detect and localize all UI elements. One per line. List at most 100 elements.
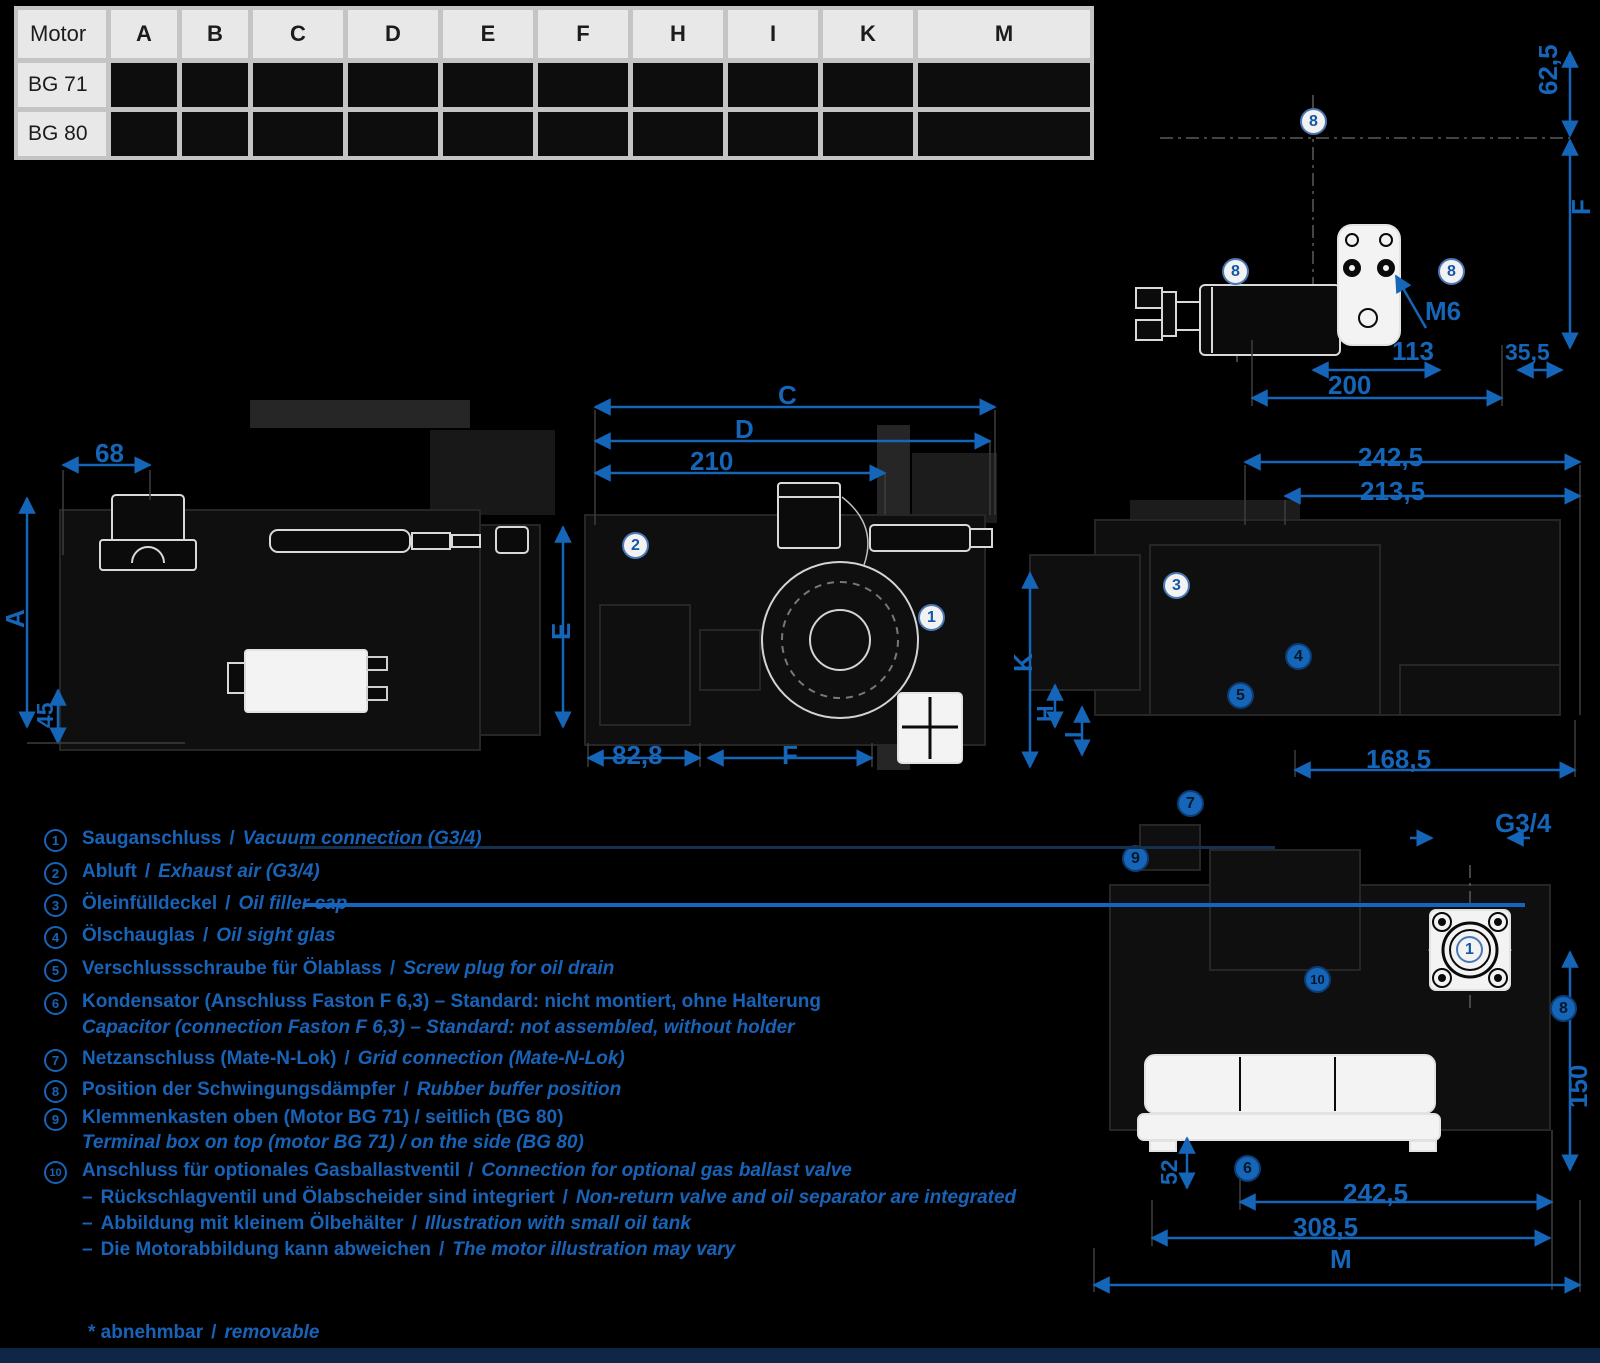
dim-52: 52	[1156, 1159, 1182, 1185]
table-cell	[633, 63, 723, 107]
table-header-b: B	[182, 10, 248, 58]
legend-de-4: Ölschauglas	[82, 925, 195, 946]
legend-sep: /	[144, 861, 151, 882]
dim-242-5: 242,5	[1358, 442, 1424, 472]
bullet-dash: –	[82, 1239, 93, 1260]
legend-sep: /	[403, 1079, 409, 1100]
table-cell	[443, 63, 533, 107]
table-cell	[182, 63, 248, 107]
dim-m6: M6	[1425, 296, 1462, 326]
legend-item-2: 2 Abluft / Exhaust air (G3/4)	[44, 861, 320, 885]
legend-en-5: Screw plug for oil drain	[403, 958, 615, 979]
callout-7: 7	[1177, 790, 1204, 817]
legend-num-8: 8	[44, 1080, 67, 1103]
table-cell	[253, 112, 343, 156]
callout-8: 8	[1438, 258, 1465, 285]
legend-de-5: Verschlussschraube für Ölablass	[82, 958, 382, 979]
legend-item-6: 6 Kondensator (Anschluss Faston F 6,3) –…	[44, 991, 829, 1015]
legend-num-5: 5	[44, 959, 67, 982]
dim-a: A	[0, 609, 30, 628]
dim-g3-4: G3/4	[1495, 808, 1552, 838]
table-cell	[348, 112, 438, 156]
legend-sep: /	[411, 1213, 417, 1234]
table-header-d: D	[348, 10, 438, 58]
legend-en-10: Connection for optional gas ballast valv…	[481, 1160, 852, 1181]
legend-de-1: Sauganschluss	[82, 828, 222, 849]
table-cell	[111, 63, 177, 107]
table-header-m: M	[918, 10, 1090, 58]
legend-de-9: Klemmenkasten oben (Motor BG 71) / seitl…	[82, 1107, 564, 1128]
legend-item-10: 10 Anschluss für optionales Gasballastve…	[44, 1160, 852, 1184]
legend-item-1: 1 Sauganschluss / Vacuum connection (G3/…	[44, 828, 482, 852]
callout-1: 1	[918, 604, 945, 631]
legend-de-3: Öleinfülldeckel	[82, 893, 218, 914]
bullet-dash: –	[82, 1187, 93, 1208]
table-header-motor: Motor	[18, 10, 106, 58]
legend-sep: /	[468, 1160, 474, 1181]
callout-9: 9	[1122, 845, 1149, 872]
legend-sub-de-1: Rückschlagventil und Ölabscheider sind i…	[100, 1187, 555, 1208]
dim-h: H	[1032, 705, 1058, 722]
dim-242-5-bottom: 242,5	[1343, 1178, 1409, 1208]
legend-sub-item-2: – Abbildung mit kleinem Ölbehälter / Ill…	[44, 1213, 691, 1235]
legend-sub-en-3: The motor illustration may vary	[452, 1239, 736, 1260]
legend-num-6: 6	[44, 992, 67, 1015]
table-row-label-bg71: BG 71	[18, 63, 106, 107]
bullet-dash: –	[82, 1213, 93, 1234]
legend-de-7: Netzanschluss (Mate-N-Lok)	[82, 1048, 337, 1069]
dim-68: 68	[95, 438, 124, 468]
capacitor-bracket-drawing	[1135, 50, 1579, 407]
table-cell	[823, 112, 913, 156]
table-header-h: H	[633, 10, 723, 58]
callout-8: 8	[1300, 108, 1327, 135]
legend-sep: /	[562, 1187, 568, 1208]
legend-sep: /	[439, 1239, 445, 1260]
legend-de-8: Position der Schwingungsdämpfer	[82, 1079, 396, 1100]
legend-en-8: Rubber buffer position	[416, 1079, 622, 1100]
dim-d: D	[735, 414, 754, 444]
dim-213-5: 213,5	[1360, 476, 1426, 506]
legend-num-4: 4	[44, 926, 67, 949]
callout-3: 3	[1163, 572, 1190, 599]
leader-line-3	[305, 903, 1525, 907]
dim-82-8: 82,8	[612, 740, 663, 770]
table-cell	[728, 112, 818, 156]
legend-sep: /	[225, 893, 231, 914]
dim-e: E	[546, 622, 576, 640]
legend-item-9: 9 Klemmenkasten oben (Motor BG 71) / sei…	[44, 1107, 571, 1131]
legend-sub-de-3: Die Motorabbildung kann abweichen	[100, 1239, 431, 1260]
callout-8: 8	[1550, 995, 1577, 1022]
table-header-c: C	[253, 10, 343, 58]
legend-en-7: Grid connection (Mate-N-Lok)	[357, 1048, 625, 1069]
legend-sep: /	[229, 828, 235, 849]
footnote-de: * abnehmbar	[88, 1322, 204, 1343]
table-header-k: K	[823, 10, 913, 58]
legend-sub-de-2: Abbildung mit kleinem Ölbehälter	[100, 1213, 404, 1234]
callout-4: 4	[1285, 643, 1312, 670]
table-row-label-bg80: BG 80	[18, 112, 106, 156]
callout-5: 5	[1227, 682, 1254, 709]
dim-c: C	[778, 380, 797, 410]
table-cell	[633, 112, 723, 156]
legend-item-5: 5 Verschlussschraube für Ölablass / Scre…	[44, 958, 614, 982]
footnote-en: removable	[224, 1322, 320, 1343]
table-cell	[443, 112, 533, 156]
legend-num-3: 3	[44, 894, 67, 917]
legend-item-3: 3 Öleinfülldeckel / Oil filler cap	[44, 893, 347, 917]
dim-168-5: 168,5	[1366, 744, 1432, 774]
dim-f: F	[782, 740, 798, 770]
callout-8: 8	[1222, 258, 1249, 285]
legend-num-2: 2	[44, 862, 67, 885]
callout-1: 1	[1456, 936, 1483, 963]
legend-num-10: 10	[44, 1161, 67, 1184]
leader-line-1	[300, 846, 1275, 849]
dim-210: 210	[690, 446, 734, 476]
table-cell	[538, 63, 628, 107]
legend-num-1: 1	[44, 829, 67, 852]
footnote: * abnehmbar / removable	[88, 1322, 319, 1344]
dim-200: 200	[1328, 370, 1372, 400]
legend-en-3: Oil filler cap	[238, 893, 348, 914]
table-cell	[348, 63, 438, 107]
dim-m: M	[1330, 1244, 1352, 1274]
